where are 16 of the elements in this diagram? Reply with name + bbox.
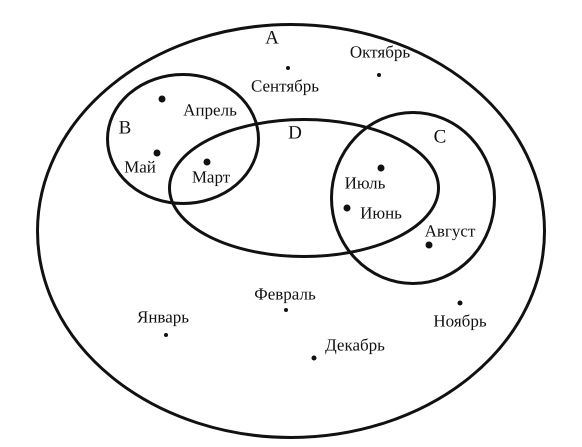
set-letter: B (118, 118, 132, 138)
month-label: Июнь (360, 204, 402, 222)
month-label: Август (424, 222, 476, 240)
month-label: Февраль (254, 286, 316, 302)
set-letter: C (434, 128, 446, 146)
month-label: Декабрь (325, 336, 385, 354)
set-letter: A (265, 28, 279, 48)
month-label: Май (124, 158, 156, 176)
month-label: Июль (344, 174, 386, 192)
month-label: Октябрь (350, 44, 410, 60)
month-label: Апрель (183, 102, 237, 118)
month-label: Сентябрь (250, 78, 320, 94)
month-label: Март (192, 168, 230, 186)
month-label: Январь (136, 308, 190, 326)
set-letter: D (288, 124, 302, 142)
month-label: Ноябрь (433, 312, 487, 330)
